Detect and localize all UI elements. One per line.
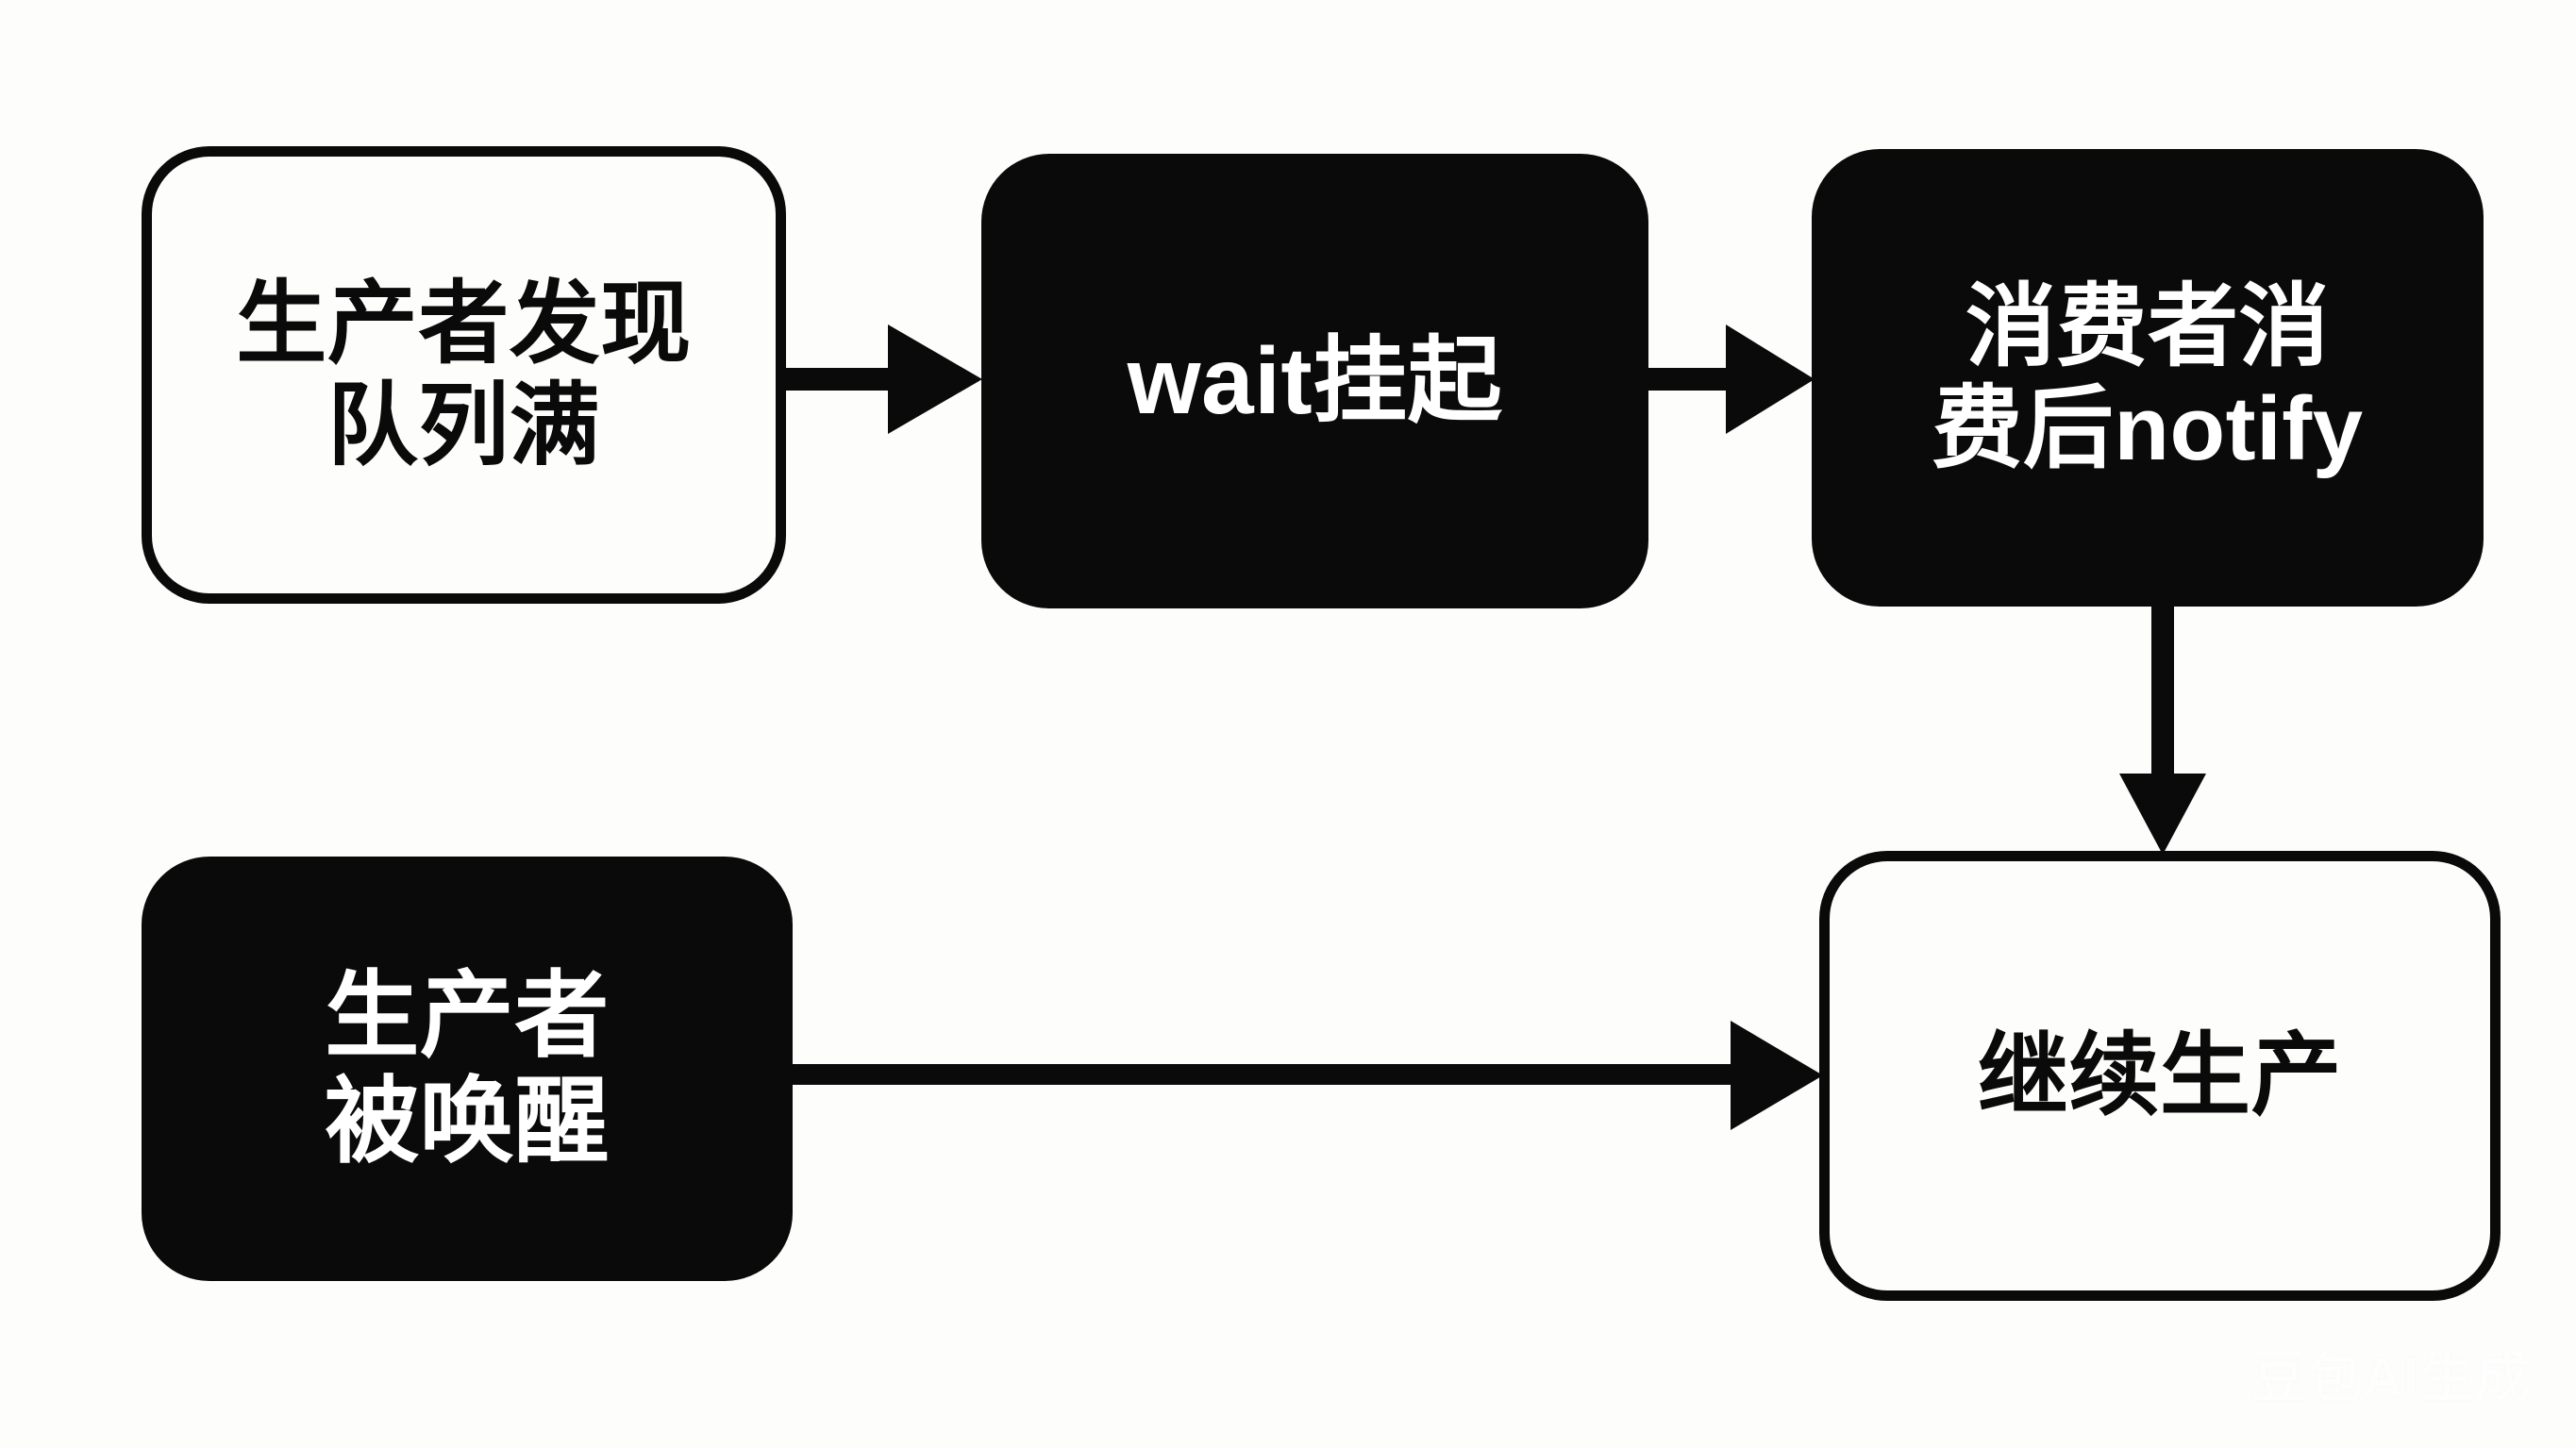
edge-producer-finds-queue-full-to-wait-suspend (786, 311, 986, 448)
node-producer-awakened[interactable]: 生产者 被唤醒 (142, 857, 793, 1281)
node-continue-produce[interactable]: 继续生产 (1819, 851, 2501, 1301)
watermark-label: 豆包AI生成 (2250, 1347, 2531, 1408)
node-label-line1: wait挂起 (1127, 328, 1503, 434)
node-wait-suspend[interactable]: wait挂起 (981, 154, 1648, 608)
node-producer-finds-queue-full[interactable]: 生产者发现 队列满 (142, 146, 786, 604)
node-label-line2: 队列满 (326, 374, 601, 476)
node-consumer-notify[interactable]: 消费者消 费后notify (1812, 149, 2484, 607)
node-label-line2: 费后notify (1932, 377, 2364, 479)
node-label-line1: 消费者消 (1965, 275, 2330, 377)
node-label-line1: 继续生产 (1978, 1024, 2342, 1126)
node-label-line2: 被唤醒 (325, 1069, 610, 1174)
edge-producer-awakened-to-continue-produce (791, 1007, 1827, 1144)
node-label-line1: 生产者发现 (236, 273, 692, 374)
edge-wait-suspend-to-consumer-notify (1648, 311, 1818, 448)
edge-consumer-notify-to-continue-produce (2114, 604, 2255, 858)
node-label-line1: 生产者 (325, 963, 610, 1069)
